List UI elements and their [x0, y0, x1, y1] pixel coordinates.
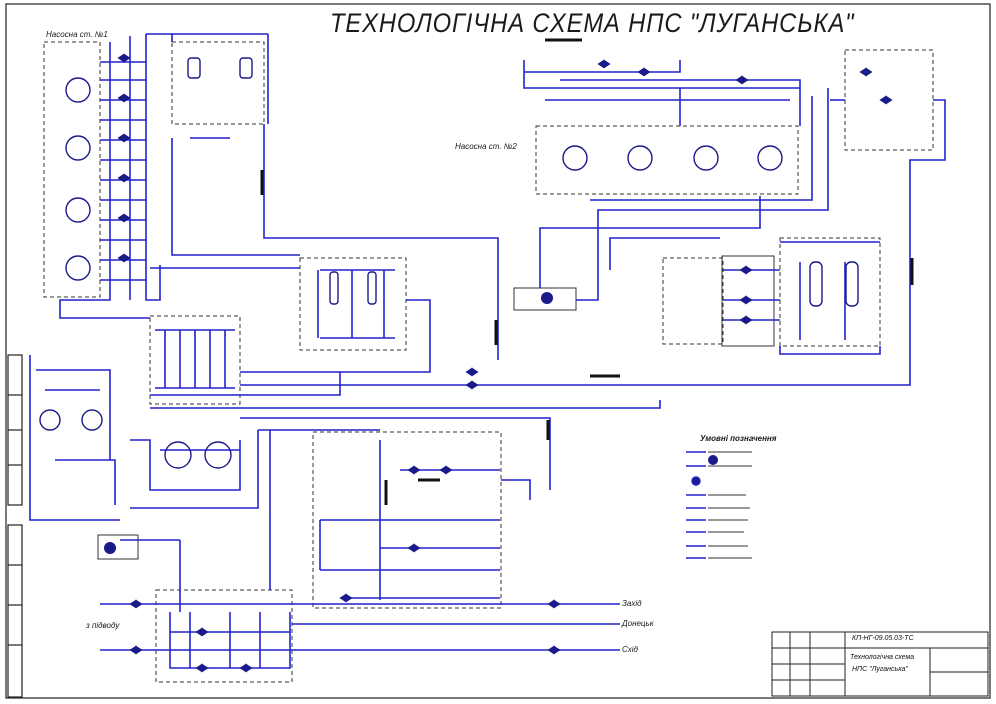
legend — [686, 451, 706, 559]
pumps — [39, 77, 783, 469]
pump-station-1-block — [43, 41, 101, 298]
tank-block — [779, 237, 881, 347]
block-label-pumps-2: Насосна ст. №2 — [455, 142, 517, 151]
vessels — [187, 57, 859, 307]
outlet-label-east: Схід — [622, 645, 638, 654]
motors — [104, 292, 718, 554]
legend-scribble — [708, 451, 752, 559]
page-title: ТЕХНОЛОГІЧНА СХЕМА НПС "ЛУГАНСЬКА" — [330, 8, 855, 38]
pipelines — [29, 33, 946, 669]
equipment-blocks — [43, 41, 934, 683]
title-block — [771, 631, 989, 697]
booster-pumps-block — [149, 315, 241, 405]
drawing-frame — [5, 3, 991, 699]
manifold-block — [155, 589, 293, 683]
filter-block-mid — [299, 257, 407, 351]
outlet-label-west: Захід — [622, 599, 642, 608]
flange-marks — [260, 170, 914, 505]
inlet-label: з підводу — [86, 621, 120, 630]
stamp-name-line1: Технологічна схема — [850, 654, 915, 661]
stamp-code: КП-НГ-09.05.03-ТС — [852, 635, 914, 642]
equipment-frames — [513, 255, 775, 347]
valves — [117, 53, 893, 673]
motor-boxes — [97, 534, 139, 560]
block-label-pumps-1: Насосна ст. №1 — [46, 30, 108, 39]
pig-trap-block — [312, 431, 502, 609]
legend-heading: Умовні позначення — [700, 434, 777, 443]
metering-block — [662, 257, 724, 345]
filter-block-top — [171, 41, 265, 125]
outlet-label-donetsk: Донецьк — [622, 619, 654, 628]
stamp-name-line2: НПС "Луганська" — [852, 666, 908, 673]
pump-station-2-block — [535, 125, 799, 195]
